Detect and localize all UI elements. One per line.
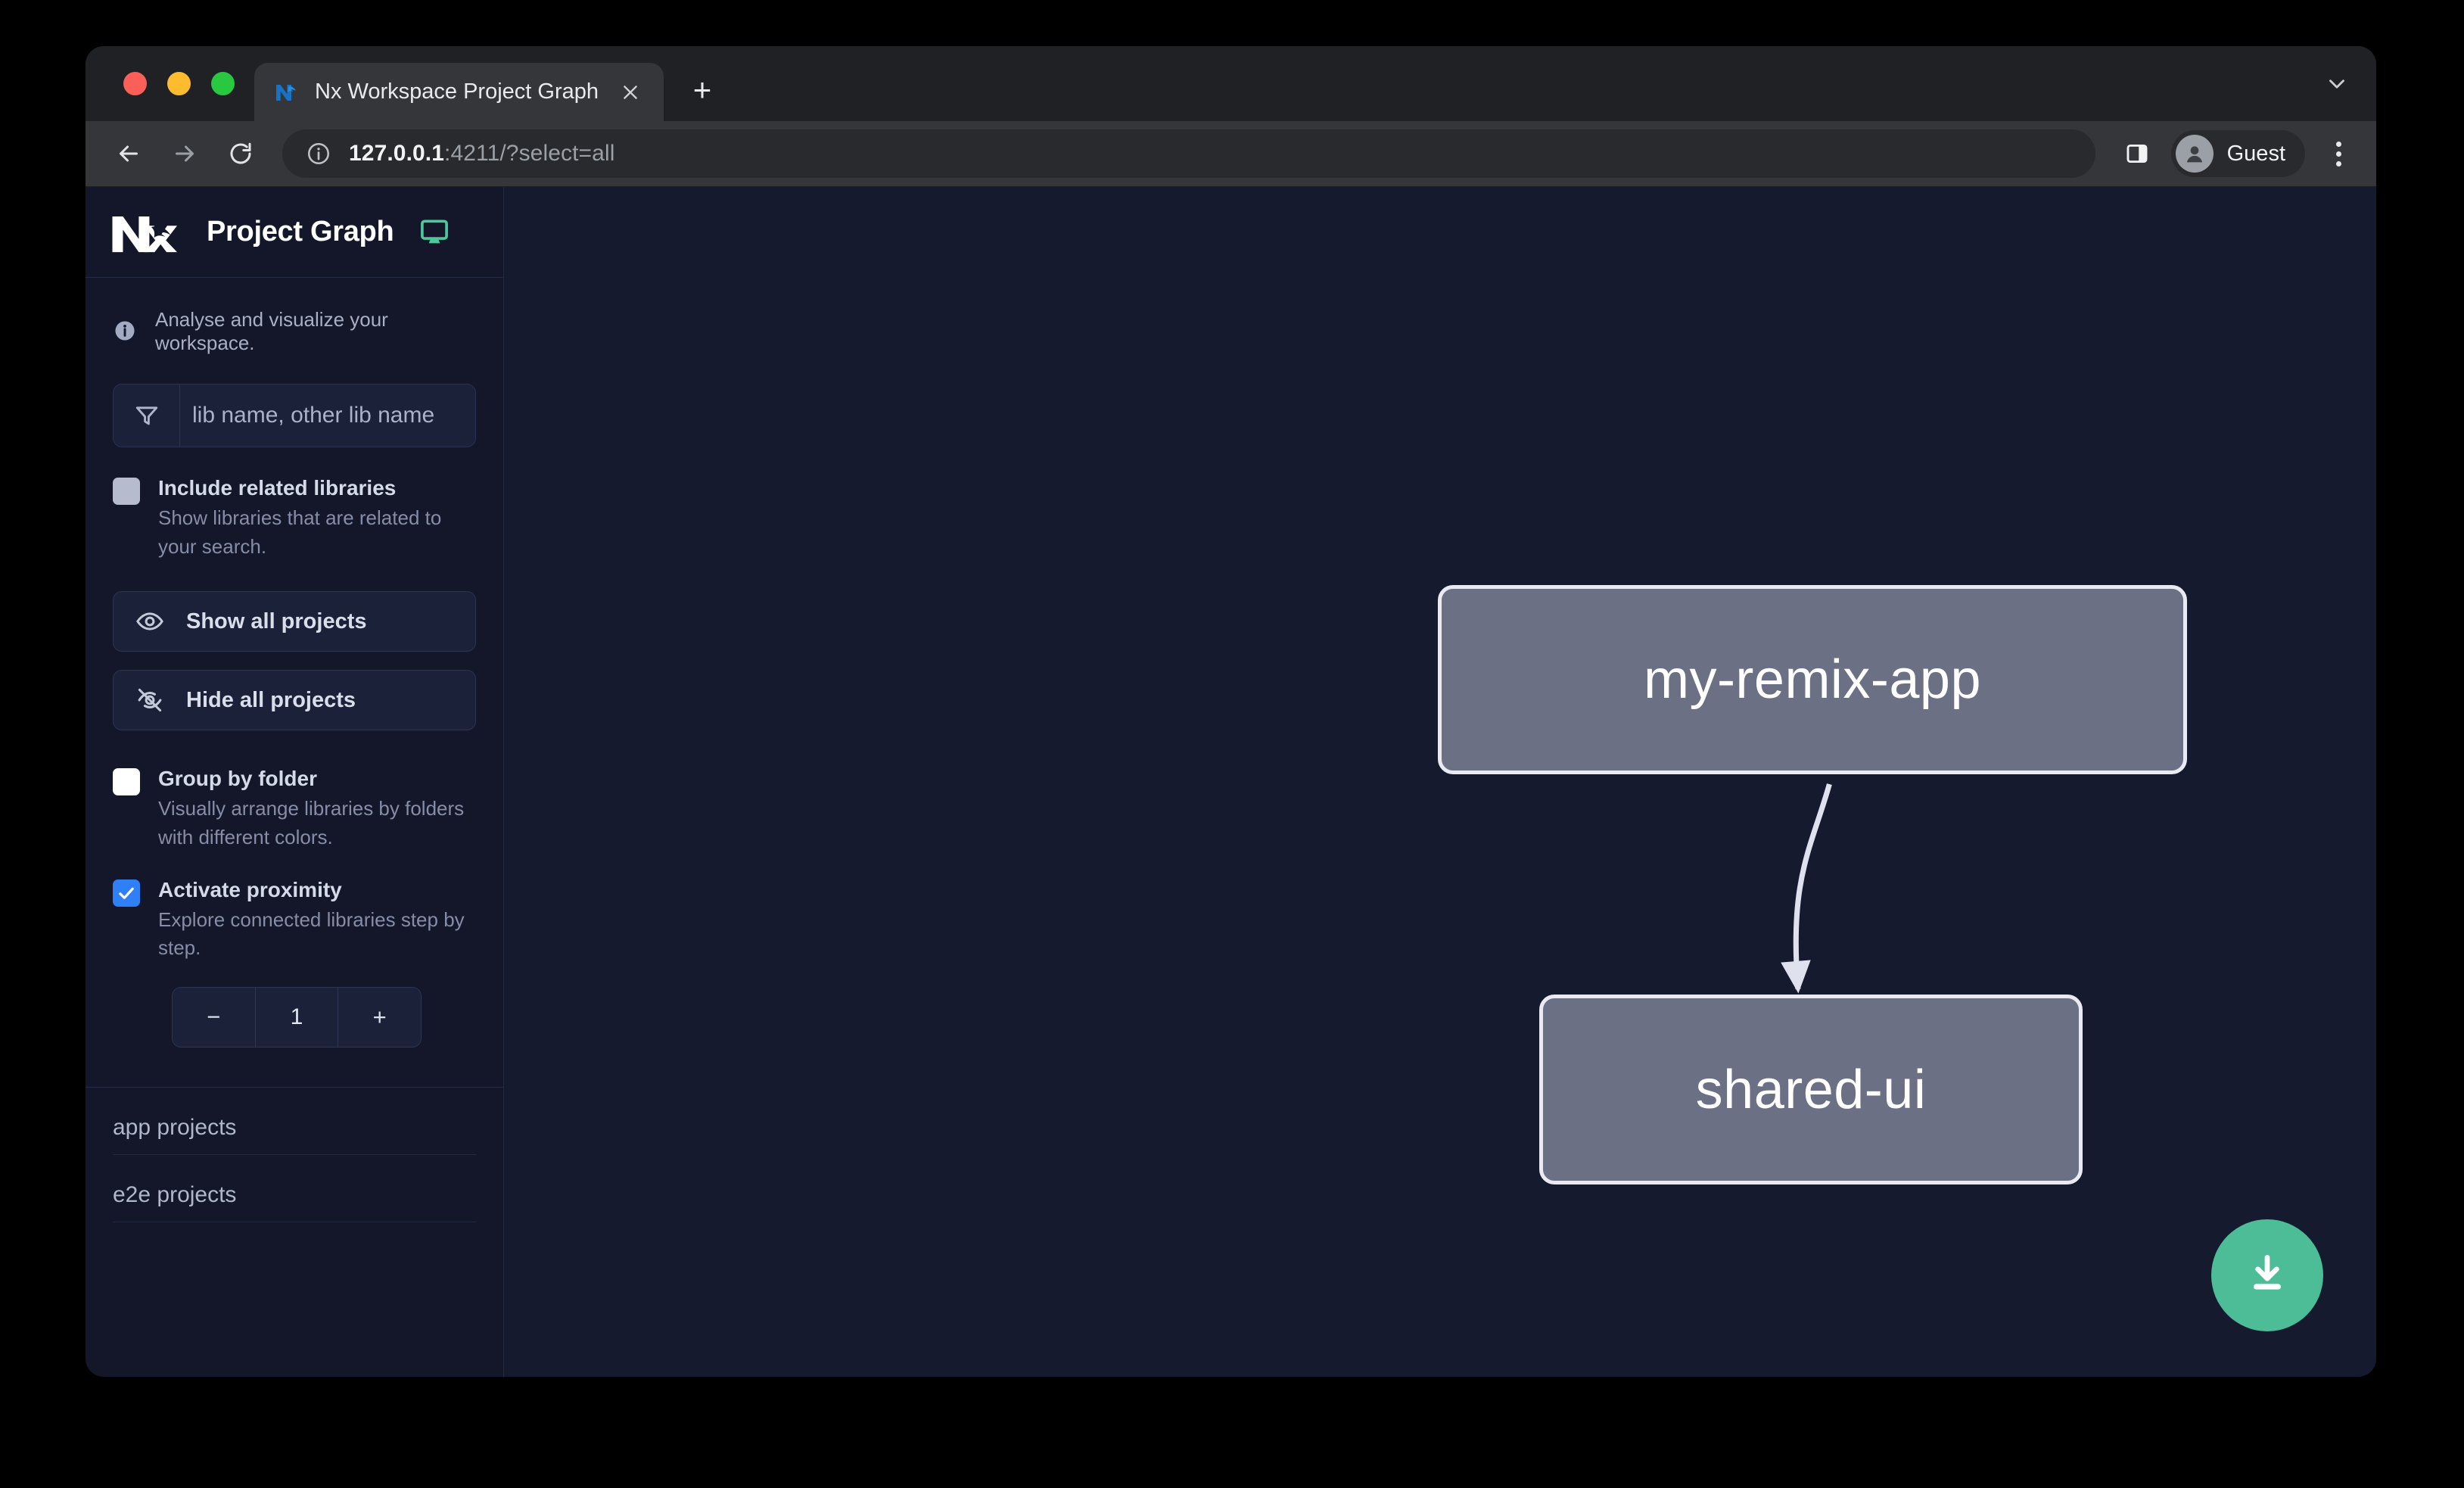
sidebar-header: Project Graph xyxy=(86,187,503,278)
graph-node-my-remix-app[interactable]: my-remix-app xyxy=(1438,585,2187,774)
arrow-left-icon[interactable] xyxy=(104,129,154,179)
address-bar[interactable]: 127.0.0.1:4211/?select=all xyxy=(282,129,2095,178)
edge-my-remix-app-to-shared-ui xyxy=(1781,783,1832,994)
person-icon xyxy=(2175,135,2214,173)
eye-off-icon xyxy=(135,685,165,715)
info-circle-icon[interactable] xyxy=(305,140,332,167)
checkbox-activate-proximity[interactable] xyxy=(113,879,140,907)
address-bar-text: 127.0.0.1:4211/?select=all xyxy=(349,141,615,167)
option-row[interactable]: Include related libraries Show libraries… xyxy=(113,475,476,561)
profile-name: Guest xyxy=(2226,141,2285,166)
graph-edges xyxy=(1781,783,1832,994)
minimize-window-button[interactable] xyxy=(167,72,191,95)
workspace-note-text: Analyse and visualize your workspace. xyxy=(155,308,388,354)
sidebar-scroll-area: Analyse and visualize your workspace. xyxy=(86,278,503,1377)
project-group-app-projects[interactable]: app projects xyxy=(113,1088,476,1156)
tab-title: Nx Workspace Project Graph xyxy=(315,79,599,104)
browser-toolbar: 127.0.0.1:4211/?select=all Guest xyxy=(86,121,2376,187)
maximize-window-button[interactable] xyxy=(211,72,235,95)
proximity-increment-button[interactable]: + xyxy=(338,988,421,1048)
hide-all-projects-label: Hide all projects xyxy=(186,687,356,712)
graph-node-shared-ui[interactable]: shared-ui xyxy=(1539,995,2083,1184)
project-group-e2e-projects[interactable]: e2e projects xyxy=(113,1155,476,1223)
option-row[interactable]: Activate proximity Explore connected lib… xyxy=(113,876,476,963)
option-description: Visually arrange libraries by folders wi… xyxy=(158,797,465,849)
visibility-buttons: Show all projects Hide all projects xyxy=(86,561,503,731)
option-group-by-folder: Group by folder Visually arrange librari… xyxy=(86,730,503,851)
nx-logo-icon xyxy=(110,208,182,257)
eye-icon xyxy=(135,606,165,637)
download-graph-button[interactable] xyxy=(2211,1219,2323,1331)
reload-icon[interactable] xyxy=(216,129,266,179)
side-panel-icon[interactable] xyxy=(2115,132,2159,176)
kebab-menu-icon[interactable] xyxy=(2316,129,2361,179)
tab-strip: Nx Workspace Project Graph + xyxy=(86,46,2376,121)
proximity-decrement-button[interactable]: − xyxy=(207,1004,221,1031)
arrow-right-icon[interactable] xyxy=(160,129,210,179)
page-title: Project Graph xyxy=(207,216,394,247)
search-box[interactable] xyxy=(113,384,496,447)
kebab-dot xyxy=(2335,160,2341,167)
filter-funnel-icon xyxy=(114,384,180,447)
download-icon xyxy=(2244,1250,2291,1301)
show-all-projects-button[interactable]: Show all projects xyxy=(113,591,476,652)
graph-node-label: shared-ui xyxy=(1695,1059,1927,1120)
chevron-down-icon[interactable] xyxy=(2323,46,2376,121)
option-texts: Include related libraries Show libraries… xyxy=(158,475,476,561)
search-section xyxy=(86,355,503,447)
show-all-projects-label: Show all projects xyxy=(186,609,367,633)
option-include-related-libraries: Include related libraries Show libraries… xyxy=(86,447,503,561)
address-bar-path: :4211/?select=all xyxy=(444,141,615,166)
workspace-note: Analyse and visualize your workspace. xyxy=(86,278,503,355)
option-label: Include related libraries xyxy=(158,476,397,500)
new-tab-button[interactable]: + xyxy=(692,72,712,107)
graph-node-label: my-remix-app xyxy=(1643,649,1982,710)
nx-logo-icon xyxy=(274,79,300,105)
window-controls xyxy=(86,46,254,121)
page-content: Project Graph xyxy=(86,187,2376,1377)
option-texts: Group by folder Visually arrange librari… xyxy=(158,765,476,851)
option-label: Activate proximity xyxy=(158,877,342,901)
checkbox-group-by-folder[interactable] xyxy=(113,768,140,796)
option-description: Explore connected libraries step by step… xyxy=(158,907,465,960)
monitor-icon[interactable] xyxy=(418,216,451,249)
option-activate-proximity: Activate proximity Explore connected lib… xyxy=(86,852,503,1048)
kebab-dot xyxy=(2335,151,2341,157)
close-icon[interactable] xyxy=(614,76,647,109)
option-label: Group by folder xyxy=(158,767,317,791)
search-input[interactable] xyxy=(180,403,496,428)
kebab-dot xyxy=(2335,141,2341,147)
sidebar: Project Graph xyxy=(86,187,504,1377)
hide-all-projects-button[interactable]: Hide all projects xyxy=(113,670,476,731)
project-groups: app projects e2e projects xyxy=(86,1088,503,1223)
browser-window: Nx Workspace Project Graph + xyxy=(86,46,2376,1377)
sidebar-divider xyxy=(86,1087,503,1088)
close-window-button[interactable] xyxy=(123,72,147,95)
info-icon xyxy=(113,319,138,344)
browser-tab[interactable]: Nx Workspace Project Graph xyxy=(254,63,664,121)
option-row[interactable]: Group by folder Visually arrange librari… xyxy=(113,765,476,851)
proximity-stepper: − 1 + xyxy=(172,987,422,1048)
checkbox-include-related-libraries[interactable] xyxy=(113,478,140,505)
address-bar-host: 127.0.0.1 xyxy=(349,141,445,166)
option-description: Show libraries that are related to your … xyxy=(158,506,442,558)
profile-chip[interactable]: Guest xyxy=(2170,130,2305,177)
project-graph-canvas[interactable]: my-remix-app shared-ui xyxy=(504,187,2376,1377)
option-texts: Activate proximity Explore connected lib… xyxy=(158,876,476,963)
proximity-value: 1 xyxy=(254,988,338,1048)
